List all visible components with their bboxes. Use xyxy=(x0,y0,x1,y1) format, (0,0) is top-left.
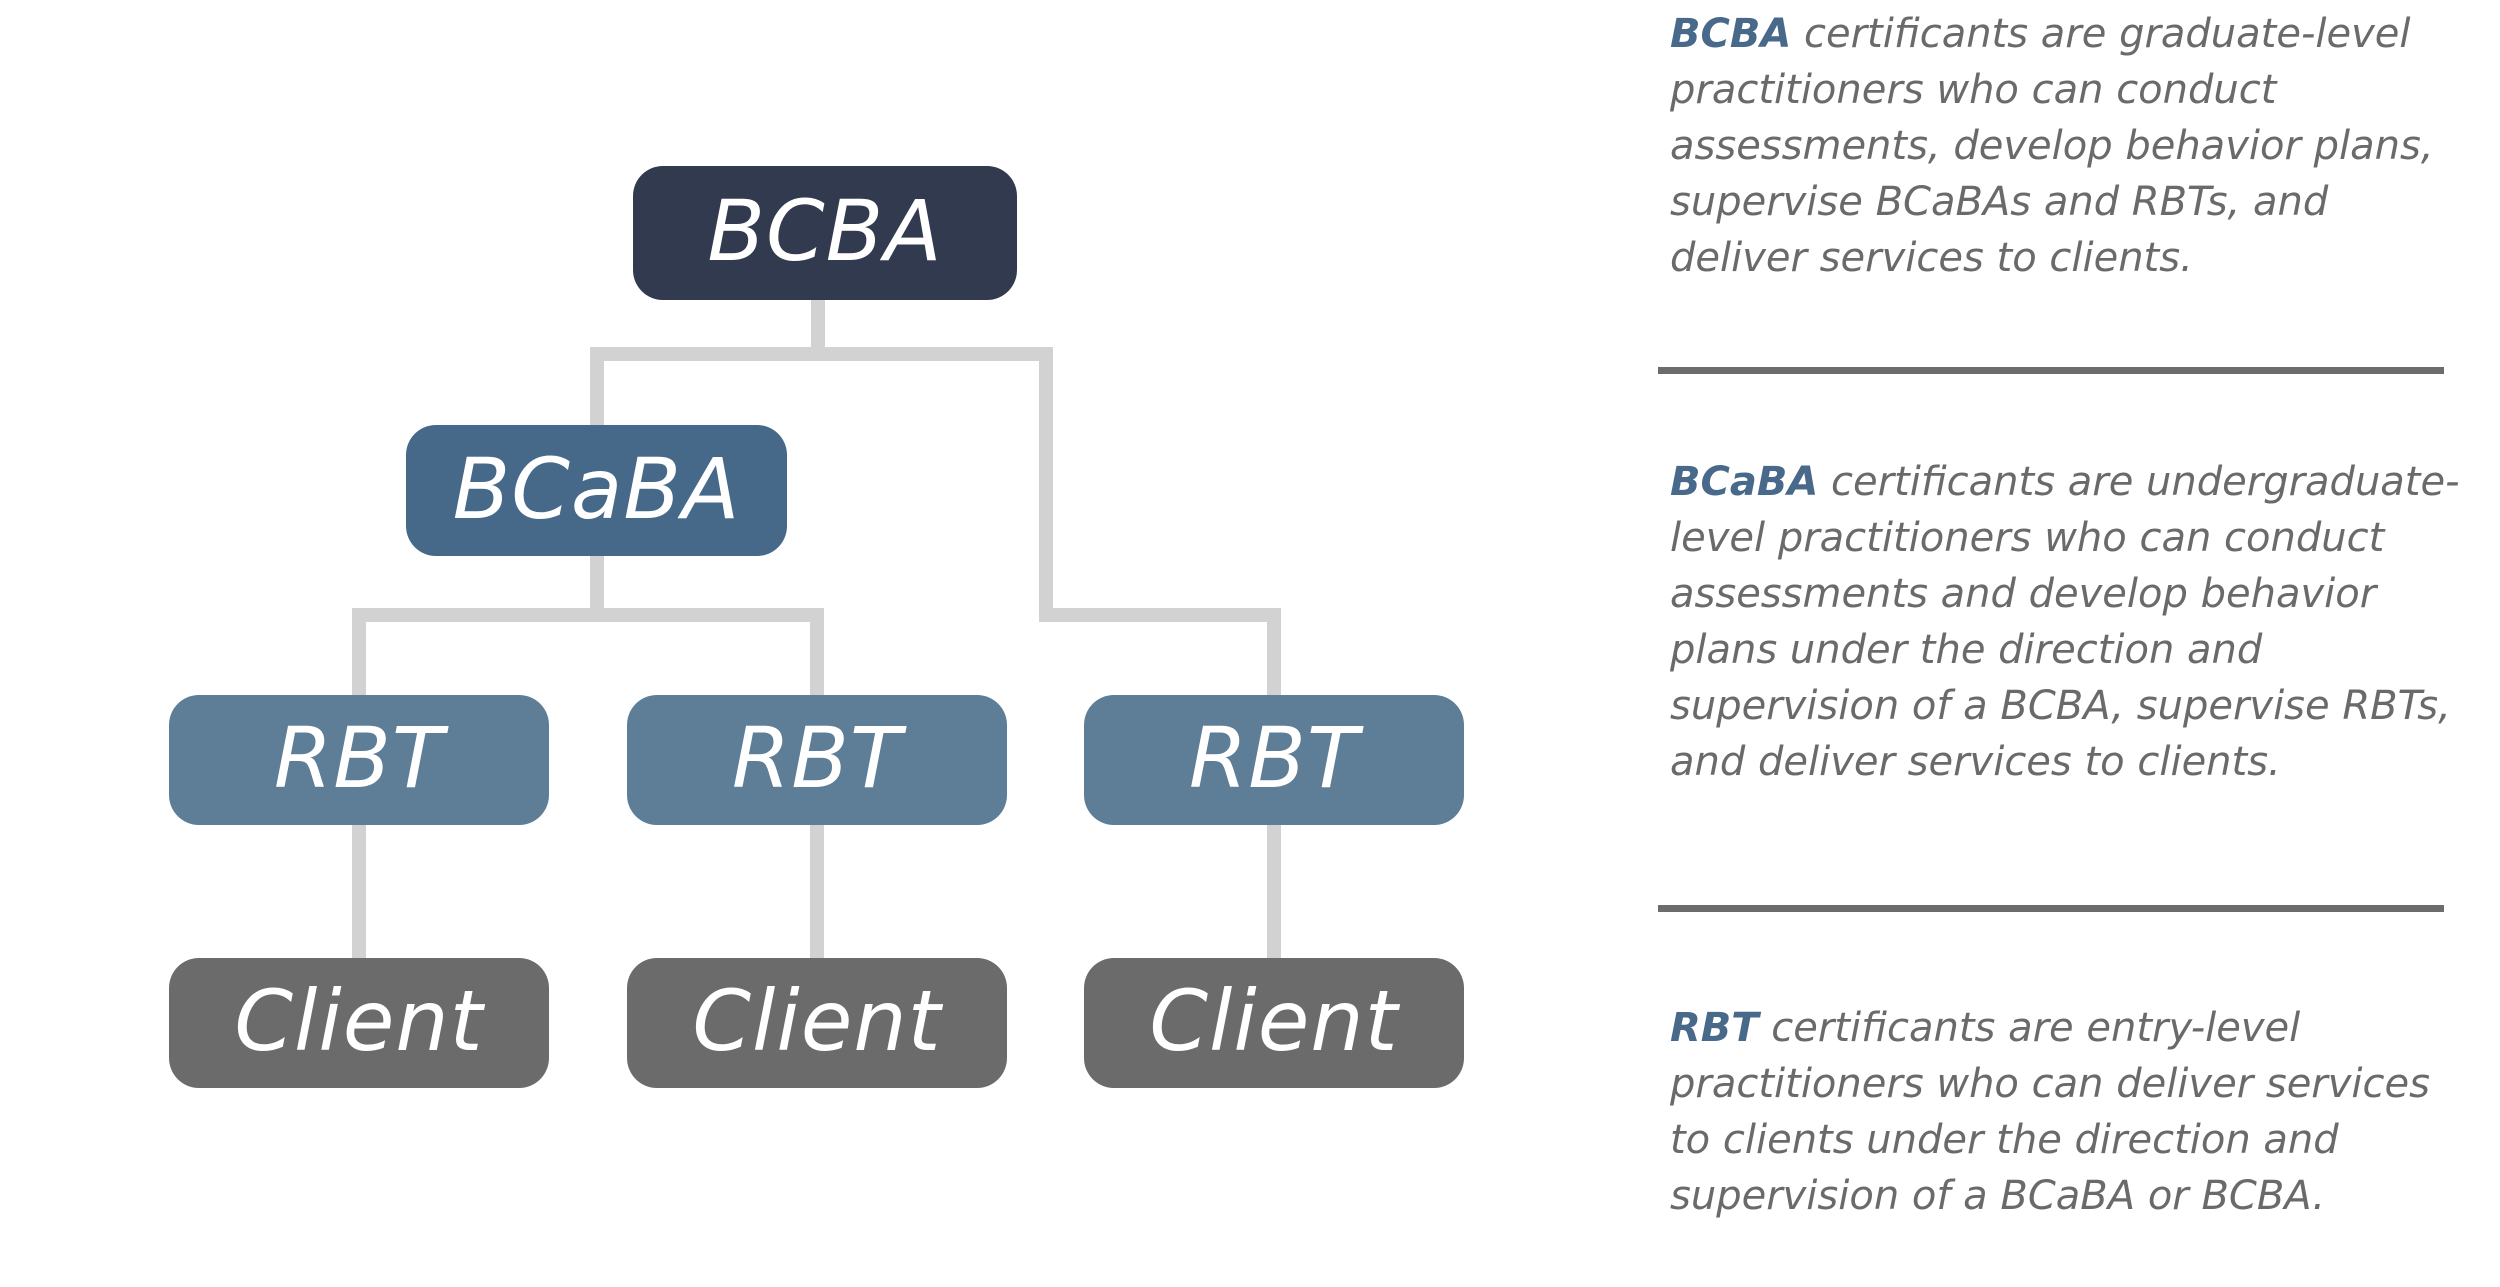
connector-bcaba-to-rbt-2 xyxy=(597,608,824,695)
description-text: certificants are entry-level practitione… xyxy=(1670,1005,2430,1219)
description-text: certificants are undergraduate-level pra… xyxy=(1670,459,2460,785)
node-rbt-1: RBT xyxy=(169,695,549,825)
node-label: Client xyxy=(234,972,484,1070)
node-label: RBT xyxy=(1188,709,1360,807)
connector-bcba-to-rbt-3 xyxy=(818,347,1281,695)
certification-hierarchy-diagram: BCBA BCaBA RBT RBT RBT Client Client Cli… xyxy=(169,166,1464,1088)
term-bcba: BCBA xyxy=(1670,11,1792,57)
node-label: RBT xyxy=(731,709,903,807)
node-client-2: Client xyxy=(627,958,1007,1088)
node-client-1: Client xyxy=(169,958,549,1088)
node-label: Client xyxy=(1149,972,1399,1070)
section-divider xyxy=(1658,367,2444,374)
description-bcaba: BCaBA certificants are undergraduate-lev… xyxy=(1670,454,2470,790)
node-label: Client xyxy=(692,972,942,1070)
connector-bcba-to-bcaba xyxy=(590,300,825,425)
description-text: certificants are graduate-level practiti… xyxy=(1670,11,2434,281)
section-divider xyxy=(1658,905,2444,912)
node-client-3: Client xyxy=(1084,958,1464,1088)
node-label: BCBA xyxy=(707,182,943,280)
node-rbt-2: RBT xyxy=(627,695,1007,825)
term-rbt: RBT xyxy=(1670,1005,1759,1051)
node-label: RBT xyxy=(273,709,445,807)
node-bcba: BCBA xyxy=(633,166,1017,300)
description-rbt: RBT certificants are entry-level practit… xyxy=(1670,1000,2470,1224)
description-bcba: BCBA certificants are graduate-level pra… xyxy=(1670,6,2470,286)
connector-bcaba-to-rbt-1 xyxy=(352,556,604,695)
node-label: BCaBA xyxy=(452,439,741,538)
node-bcaba: BCaBA xyxy=(406,425,787,556)
connector-lines xyxy=(352,300,1281,958)
term-bcaba: BCaBA xyxy=(1670,459,1819,505)
node-rbt-3: RBT xyxy=(1084,695,1464,825)
